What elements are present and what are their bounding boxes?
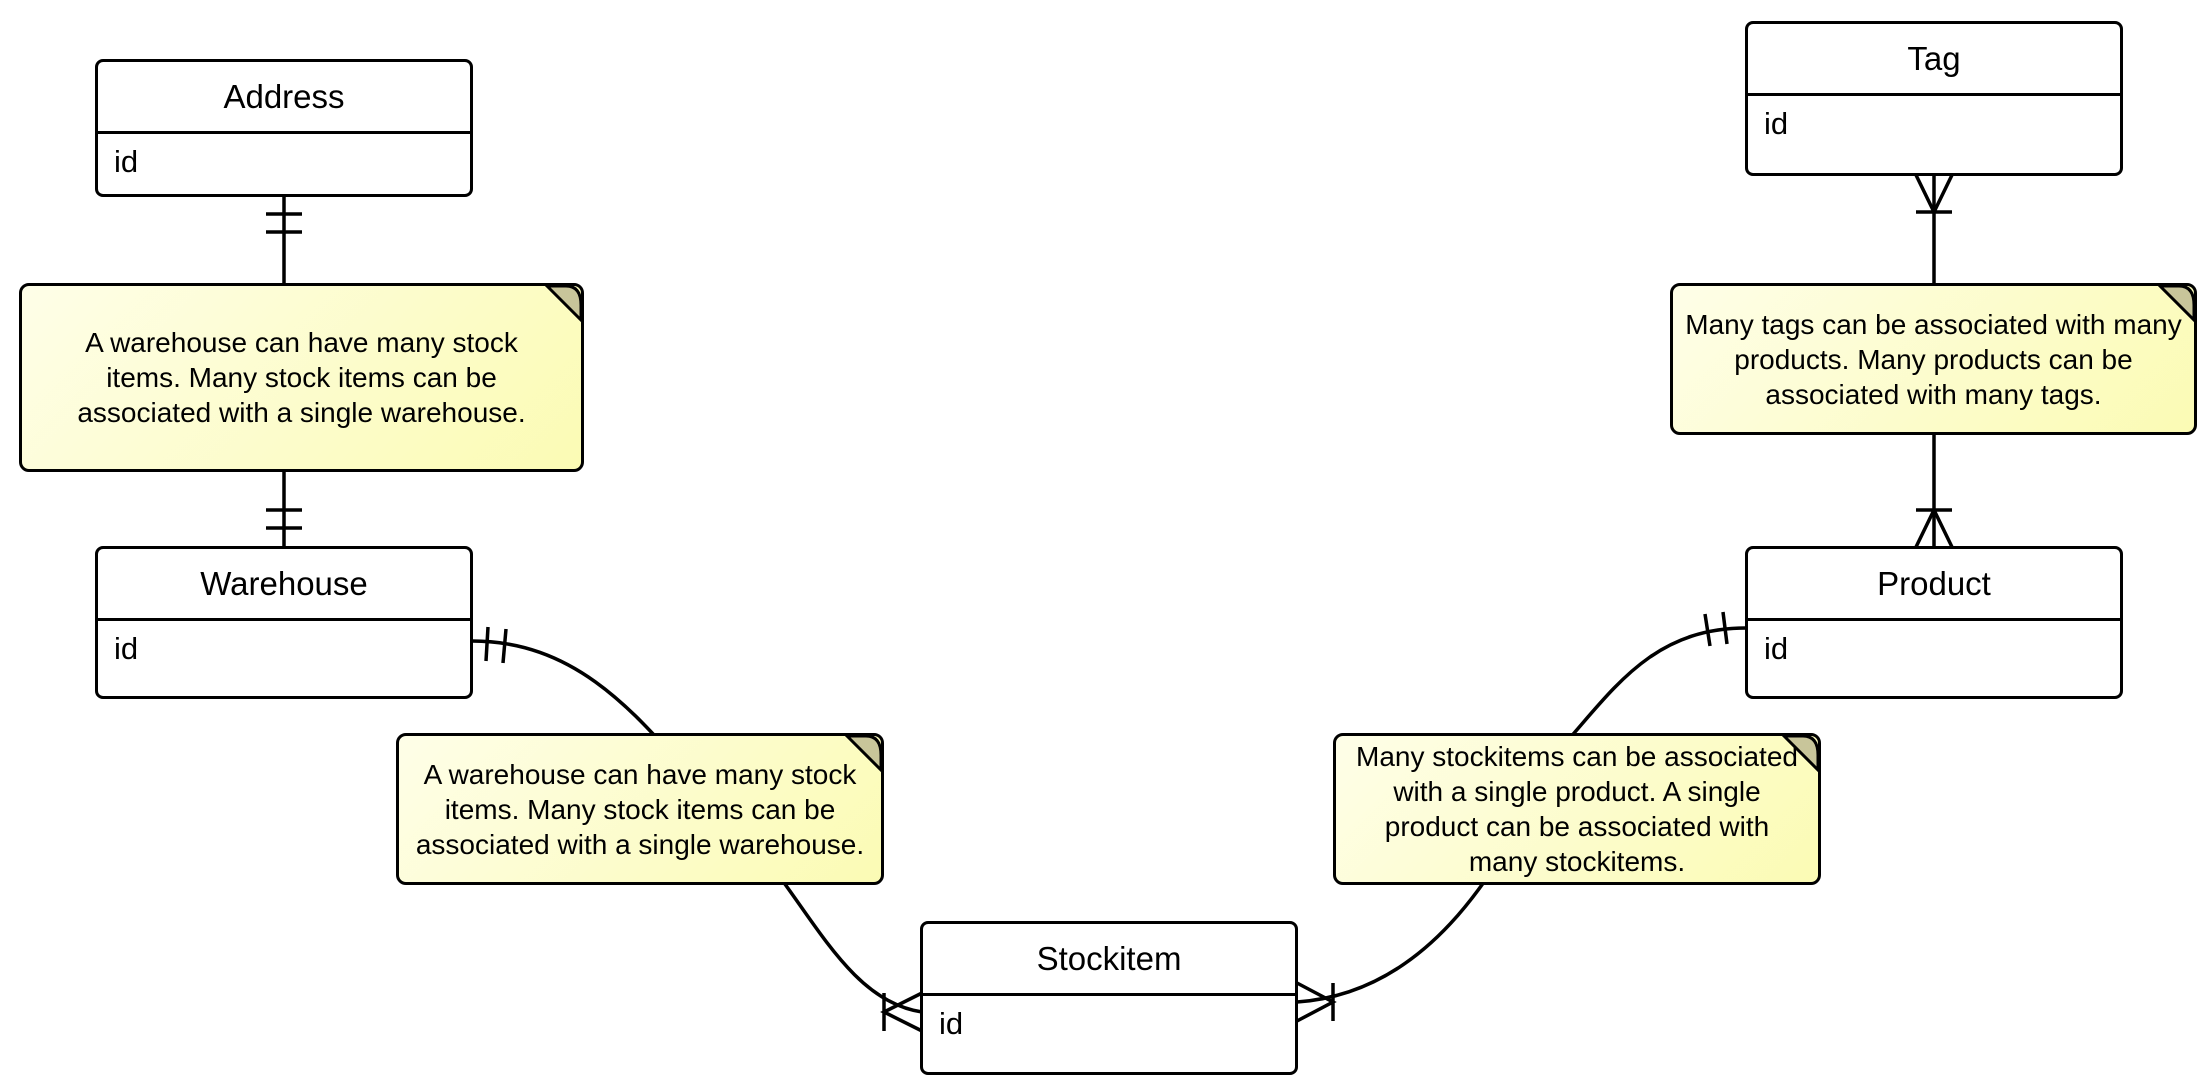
note-fold-icon	[844, 734, 883, 773]
note-text: Many tags can be associated with many pr…	[1685, 308, 2182, 410]
stockitem-many-marker-2	[1296, 981, 1337, 1023]
entity-stockitem[interactable]: Stockitem id	[920, 921, 1298, 1075]
stockitem-many-marker	[880, 991, 923, 1033]
entity-product[interactable]: Product id	[1745, 546, 2123, 699]
note-tag-product[interactable]: Many tags can be associated with many pr…	[1670, 283, 2197, 435]
tag-many-marker	[1914, 174, 1954, 217]
entity-field-id: id	[1764, 106, 1789, 141]
product-many-marker	[1914, 505, 1954, 548]
entity-field-id: id	[114, 631, 139, 666]
entity-title: Address	[98, 62, 470, 134]
address-one-marker	[266, 212, 302, 234]
note-fold-icon	[544, 284, 583, 323]
entity-title: Stockitem	[923, 924, 1295, 996]
note-address-warehouse[interactable]: A warehouse can have many stock items. M…	[19, 283, 584, 472]
entity-warehouse[interactable]: Warehouse id	[95, 546, 473, 699]
note-fold-icon	[1781, 734, 1820, 773]
entity-title: Product	[1748, 549, 2120, 621]
entity-field-id: id	[1764, 631, 1789, 666]
warehouse-one-marker-2	[484, 626, 508, 664]
entity-title: Warehouse	[98, 549, 470, 621]
product-one-marker	[1703, 611, 1729, 647]
entity-tag[interactable]: Tag id	[1745, 21, 2123, 176]
entity-title: Tag	[1748, 24, 2120, 96]
note-text: Many stockitems can be associated with a…	[1356, 741, 1798, 877]
entity-field-id: id	[114, 144, 139, 179]
note-text: A warehouse can have many stock items. M…	[415, 758, 865, 860]
note-warehouse-stockitem[interactable]: A warehouse can have many stock items. M…	[396, 733, 884, 885]
note-product-stockitem[interactable]: Many stockitems can be associated with a…	[1333, 733, 1821, 885]
warehouse-one-marker	[266, 508, 302, 530]
entity-address[interactable]: Address id	[95, 59, 473, 197]
entity-field-id: id	[939, 1006, 964, 1041]
note-fold-icon	[2157, 284, 2196, 323]
note-text: A warehouse can have many stock items. M…	[77, 327, 526, 428]
